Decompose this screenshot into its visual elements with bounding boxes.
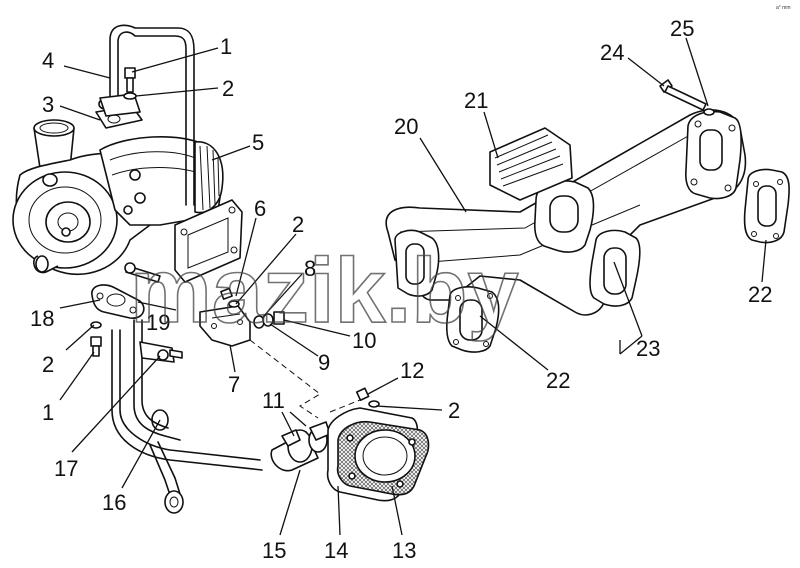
callout-6: 6 [254, 196, 266, 221]
callout-12: 12 [400, 358, 424, 383]
callout-9: 9 [318, 350, 330, 375]
oil-drain-pipe [111, 319, 263, 514]
oil-drain-gasket [90, 284, 145, 357]
callout-2: 2 [222, 76, 234, 101]
callout-15: 15 [262, 538, 286, 563]
callout-19: 19 [146, 310, 170, 335]
callout-21: 21 [464, 88, 488, 113]
callout-10: 10 [352, 328, 376, 353]
callout-13: 13 [392, 538, 416, 563]
corner-mark: a° mm [776, 5, 791, 11]
callout-1: 1 [220, 34, 232, 59]
banjo-fitting-top [95, 67, 143, 129]
callout-22: 22 [546, 368, 570, 393]
callout-8: 8 [304, 256, 316, 281]
manifold-gasket-center [446, 286, 500, 353]
callout-3: 3 [42, 92, 54, 117]
callout-2: 2 [292, 212, 304, 237]
callout-25: 25 [670, 16, 694, 41]
callout-labels: 1 2 4 3 5 6 2 8 18 19 2 1 10 9 7 17 16 1… [30, 16, 772, 563]
callout-20: 20 [394, 114, 418, 139]
callout-23: 23 [636, 336, 660, 361]
callout-2: 2 [448, 398, 460, 423]
oil-feed-pipe [109, 24, 195, 206]
bracket-assembly [199, 287, 285, 347]
callout-24: 24 [600, 40, 624, 65]
exhaust-outlet-group [270, 387, 430, 502]
callout-17: 17 [54, 456, 78, 481]
alignment-lines [249, 339, 361, 419]
exhaust-manifold [385, 79, 747, 316]
callout-1: 1 [42, 400, 54, 425]
callout-4: 4 [42, 48, 54, 73]
callout-22: 22 [748, 282, 772, 307]
callout-18: 18 [30, 306, 54, 331]
callout-14: 14 [324, 538, 348, 563]
turbocharger [12, 119, 243, 283]
callout-2: 2 [42, 352, 54, 377]
callout-7: 7 [228, 372, 240, 397]
callout-5: 5 [252, 130, 264, 155]
watermark-text: mazik.by [130, 240, 519, 342]
manifold-gasket-right [743, 168, 790, 244]
callout-11: 11 [262, 388, 285, 413]
callout-16: 16 [102, 490, 126, 515]
leader-lines [59, 37, 767, 536]
